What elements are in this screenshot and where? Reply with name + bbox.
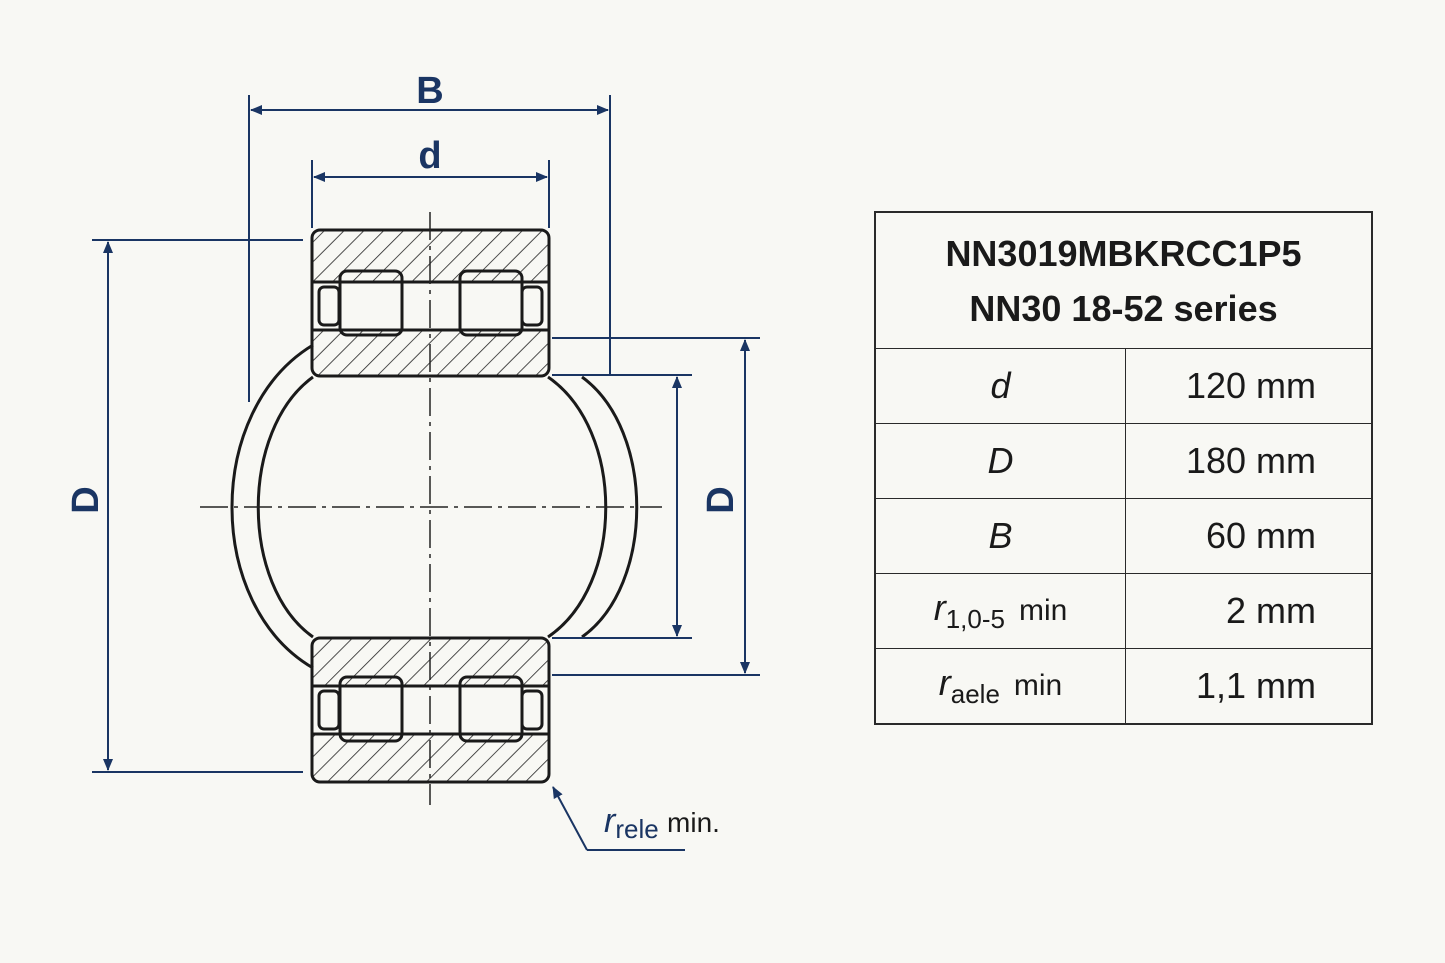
series-label: NN30 18-52 series bbox=[969, 287, 1278, 329]
roller bbox=[458, 269, 524, 337]
row-value: 180 mm bbox=[1125, 423, 1373, 499]
dim-label-B: B bbox=[416, 70, 443, 112]
row-suffix: min bbox=[1013, 669, 1063, 702]
row-symbol: D bbox=[987, 440, 1014, 481]
part-number: NN3019MBKRCC1P5 bbox=[945, 232, 1302, 274]
row-value: 2 mm bbox=[1125, 573, 1373, 649]
spec-table-header: NN3019MBKRCC1P5 NN30 18-52 series bbox=[874, 211, 1373, 349]
spec-table: NN3019MBKRCC1P5 NN30 18-52 series d 120 m… bbox=[874, 211, 1373, 725]
table-row: r1,0-5 min 2 mm bbox=[874, 573, 1373, 649]
roller bbox=[338, 269, 404, 337]
row-symbol: B bbox=[988, 515, 1013, 556]
row-symbol: d bbox=[990, 365, 1011, 406]
dim-label-D-outer: D bbox=[65, 486, 107, 513]
row-subscript: aele bbox=[950, 679, 1000, 709]
row-value: 1,1 mm bbox=[1125, 648, 1373, 725]
dim-label-D-right: D bbox=[700, 486, 742, 513]
leader-subscript: rele bbox=[615, 814, 659, 844]
dim-label-d: d bbox=[418, 135, 441, 177]
row-subscript: 1,0-5 bbox=[945, 604, 1005, 634]
row-suffix: min bbox=[1018, 594, 1068, 627]
leader-suffix: min. bbox=[667, 807, 720, 838]
table-row: D 180 mm bbox=[874, 423, 1373, 499]
row-value: 60 mm bbox=[1125, 498, 1373, 574]
row-symbol: r bbox=[938, 662, 951, 703]
row-symbol: r bbox=[933, 587, 946, 628]
dimension-lines bbox=[92, 95, 760, 851]
roller bbox=[458, 675, 524, 743]
roller bbox=[338, 675, 404, 743]
row-value: 120 mm bbox=[1125, 348, 1373, 424]
table-row: B 60 mm bbox=[874, 498, 1373, 574]
leader-symbol: r bbox=[604, 802, 616, 840]
table-row: d 120 mm bbox=[874, 348, 1373, 424]
radius-leader-label: rrele min. bbox=[604, 802, 720, 845]
